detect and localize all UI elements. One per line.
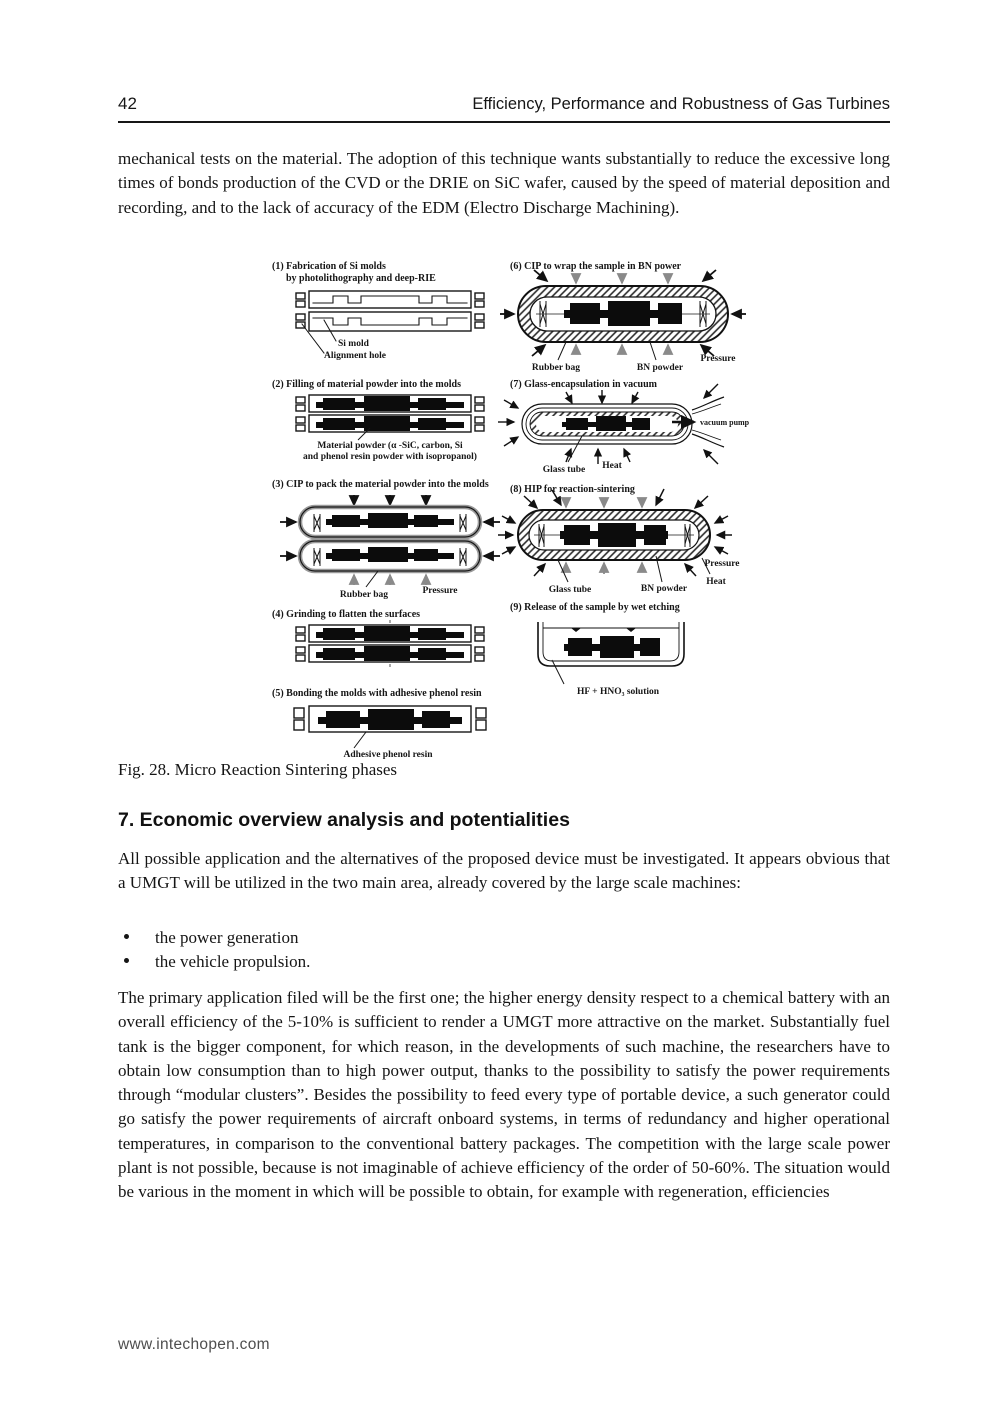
step-3-label-rubber-bag: Rubber bag	[340, 590, 388, 600]
step-8-label-glass-tube: Glass tube	[549, 585, 592, 595]
bullet-list: the power generation the vehicle propuls…	[118, 928, 890, 976]
step-8-diagram: (8) HIP for reaction-sintering	[498, 484, 740, 595]
step-5-diagram: (5) Bonding the molds with adhesive phen…	[272, 688, 487, 760]
page-header: 42 Efficiency, Performance and Robustnes…	[118, 94, 890, 123]
paragraph-3: The primary application filed will be th…	[118, 988, 890, 1202]
list-item: the power generation	[118, 928, 890, 952]
step-1-diagram: (1) Fabrication of Si molds by photolith…	[272, 261, 485, 361]
step-7-diagram: (7) Glass-encapsulation in vacuum	[498, 379, 750, 475]
list-item: the vehicle propulsion.	[118, 952, 890, 976]
step-8-label-pressure: Pressure	[704, 559, 739, 569]
step-6-label-rubber-bag: Rubber bag	[532, 363, 580, 373]
figure-caption: Fig. 28. Micro Reaction Sintering phases	[118, 760, 398, 779]
step-4-title: (4) Grinding to flatten the surfaces	[272, 609, 420, 620]
section-heading: 7. Economic overview analysis and potent…	[118, 809, 570, 831]
step-8-label-heat: Heat	[706, 577, 726, 587]
paragraph-1: mechanical tests on the material. The ad…	[118, 149, 890, 217]
step-5-label-adhesive: Adhesive phenol resin	[343, 750, 433, 760]
step-8-label-bn-powder: BN powder	[641, 584, 688, 594]
step-7-label-vacuum-pump: vacuum pump	[700, 418, 750, 427]
step-6-title: (6) CIP to wrap the sample in BN power	[510, 261, 682, 272]
bullet-text: the vehicle propulsion.	[155, 952, 311, 971]
paragraph-2: All possible application and the alterna…	[118, 849, 890, 893]
step-3-diagram: (3) CIP to pack the material powder into…	[272, 479, 500, 600]
step-3-label-pressure: Pressure	[422, 586, 457, 596]
step-5-title: (5) Bonding the molds with adhesive phen…	[272, 688, 482, 699]
step-7-label-glass-tube: Glass tube	[543, 465, 586, 475]
step-2-label-line1: Material powder (α -SiC, carbon, Si	[317, 440, 463, 451]
micro-reaction-sintering-diagram: (1) Fabrication of Si molds by photolith…	[272, 261, 750, 760]
page-number: 42	[118, 94, 137, 113]
step-2-diagram: (2) Filling of material powder into the …	[272, 379, 485, 462]
step-2-label-line2: and phenol resin powder with isopropanol…	[303, 451, 477, 462]
figure-28: (1) Fabrication of Si molds by photolith…	[266, 256, 752, 761]
step-2-title: (2) Filling of material powder into the …	[272, 379, 461, 390]
bullet-text: the power generation	[155, 928, 299, 947]
step-9-diagram: (9) Release of the sample by wet etching…	[510, 602, 685, 697]
footer-url[interactable]: www.intechopen.com	[118, 1336, 270, 1353]
step-6-diagram: (6) CIP to wrap the sample in BN power	[500, 261, 746, 373]
running-title: Efficiency, Performance and Robustness o…	[472, 95, 890, 113]
step-7-label-heat: Heat	[602, 461, 622, 471]
step-9-title: (9) Release of the sample by wet etching	[510, 602, 680, 613]
step-7-title: (7) Glass-encapsulation in vacuum	[510, 379, 658, 390]
step-9-label-solution: HF + HNO₃ solution	[577, 687, 660, 697]
step-1-title-line2: by photolithography and deep-RIE	[286, 273, 436, 284]
step-3-title: (3) CIP to pack the material powder into…	[272, 479, 489, 490]
step-8-title: (8) HIP for reaction-sintering	[510, 484, 635, 495]
step-1-label-alignment-hole: Alignment hole	[324, 351, 386, 361]
step-6-label-pressure: Pressure	[700, 354, 735, 364]
step-1-title-line1: (1) Fabrication of Si molds	[272, 261, 386, 272]
step-1-label-si-mold: Si mold	[338, 339, 370, 349]
step-4-diagram: (4) Grinding to flatten the surfaces	[272, 609, 485, 667]
step-6-label-bn-powder: BN powder	[637, 363, 684, 373]
